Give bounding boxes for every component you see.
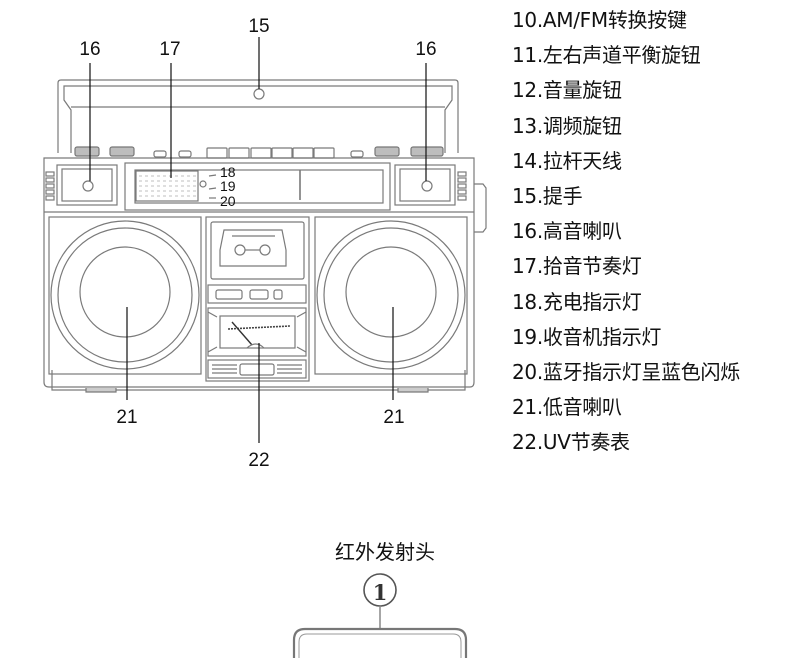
- callout-woofer-left: 21: [116, 407, 138, 428]
- top-buttons: [153, 147, 364, 159]
- legend-item: 10.AM/FM转换按键: [512, 8, 687, 32]
- callout-woofer-right: 21: [383, 407, 405, 428]
- legend-item: 15.提手: [512, 183, 583, 208]
- legend-item: 16.高音喇叭: [512, 219, 622, 244]
- callout-bt-led: 20: [220, 193, 236, 209]
- knob-icon: [410, 146, 444, 157]
- callout-radio-led: 19: [220, 178, 236, 194]
- handle: [57, 79, 459, 153]
- tuning-dial-icon: [474, 183, 487, 233]
- legend-item: 18.充电指示灯: [512, 289, 642, 314]
- deck-button: [273, 289, 283, 300]
- uv-needle-icon: [231, 321, 253, 346]
- knob-icon: [74, 146, 100, 157]
- callout-tweeter-left: 16: [79, 39, 101, 60]
- callout-charge-led: 18: [220, 164, 236, 180]
- radio-led: [208, 187, 217, 190]
- ir-emitter-title: 红外发射头: [335, 540, 435, 564]
- legend-item: 11.左右声道平衡旋钮: [512, 43, 701, 68]
- indicator-button-icon: [199, 180, 207, 188]
- legend-item: 12.音量旋钮: [512, 78, 622, 103]
- legend-item: 19.收音机指示灯: [512, 324, 662, 349]
- parts-legend: 10.AM/FM转换按键 11.左右声道平衡旋钮 12.音量旋钮 13.调频旋钮…: [512, 4, 740, 461]
- legend-item: 22.UV节奏表: [512, 430, 630, 455]
- knob-icon: [109, 146, 135, 157]
- woofer-left: [79, 246, 171, 338]
- leader-lines: [89, 37, 427, 443]
- callout-handle: 15: [248, 16, 270, 37]
- rhythm-light: [135, 170, 199, 202]
- cassette-icon: [219, 229, 287, 267]
- callout-tweeter-right: 16: [415, 39, 437, 60]
- tweeter-left: [56, 164, 118, 206]
- knob-icon: [374, 146, 400, 157]
- top-controls: [74, 146, 444, 157]
- ir-badge-number: 1: [372, 580, 388, 605]
- legend-item: 20.蓝牙指示灯呈蓝色闪烁: [512, 359, 740, 384]
- cassette-deck: [210, 221, 305, 280]
- legend-item: 13.调频旋钮: [512, 113, 622, 138]
- woofer-right-frame: [314, 216, 468, 375]
- legend-item: 17.拾音节奏灯: [512, 254, 642, 279]
- charge-led: [208, 174, 217, 177]
- woofer-right: [345, 246, 437, 338]
- handle-screw-icon: [253, 88, 265, 100]
- uv-meter: [219, 315, 296, 349]
- deck-button: [215, 289, 243, 300]
- legend-item: 14.拉杆天线: [512, 148, 622, 173]
- callout-rhythm-light: 17: [159, 39, 181, 60]
- deck-button: [249, 289, 269, 300]
- legend-item: 21.低音喇叭: [512, 395, 622, 420]
- woofer-left-frame: [48, 216, 202, 375]
- tweeter-right: [394, 164, 456, 206]
- ir-emitter-diagram: [292, 573, 468, 658]
- tweeter-left-icon: [82, 180, 94, 192]
- tweeter-right-icon: [421, 180, 433, 192]
- callout-uv-meter: 22: [248, 450, 270, 471]
- radio-body: [43, 157, 487, 393]
